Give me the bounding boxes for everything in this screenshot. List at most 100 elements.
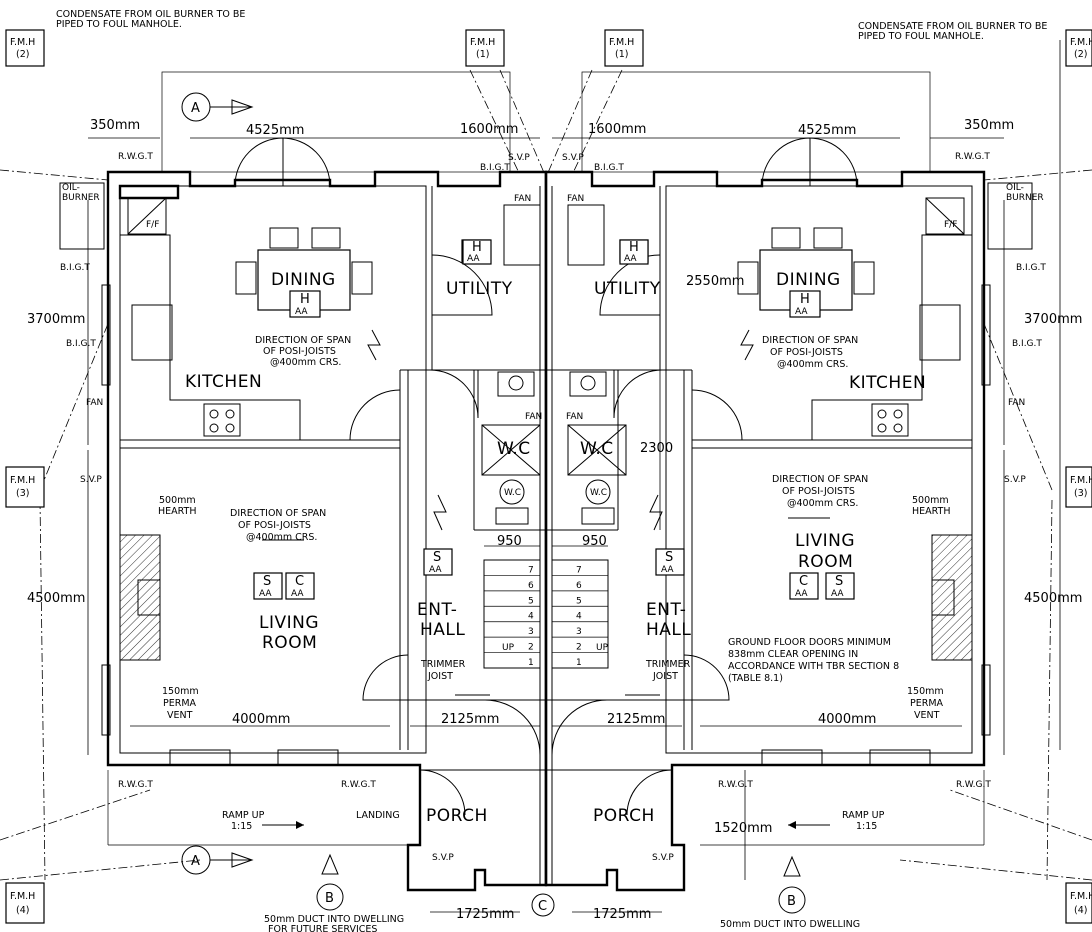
room-utility-left: UTILITY <box>446 279 513 299</box>
chimney-right <box>931 534 973 661</box>
dimension-lines <box>87 40 1061 913</box>
sym-aa-living-left-2: AA <box>291 589 304 599</box>
fmh-3-label: F.M.H <box>10 475 35 486</box>
ramp-right-2: 1:15 <box>856 821 877 832</box>
right-stair-step-number: 1 <box>576 658 582 668</box>
duct-left-1: 50mm DUCT INTO DWELLING <box>264 914 404 925</box>
hearth-left-2: HEARTH <box>158 506 197 517</box>
room-hall-right-1: ENT- <box>646 600 686 620</box>
exterior-walls <box>106 170 986 892</box>
bigt-top-left: B.I.G.T <box>480 163 510 173</box>
span-living-right-2: OF POSI-JOISTS <box>782 486 855 497</box>
windows <box>101 284 991 766</box>
section-a-top: A <box>191 101 200 116</box>
bigt-right-lower: B.I.G.T <box>1012 339 1042 349</box>
right-stair-step-number: 3 <box>576 627 582 637</box>
wc-pan-right: W.C <box>590 488 607 498</box>
sym-aa-living-right-1: AA <box>795 589 808 599</box>
svp-top-right: S.V.P <box>562 153 584 163</box>
dim-2300: 2300 <box>640 441 673 456</box>
dim-950-left: 950 <box>497 534 522 549</box>
dim-1725-left: 1725mm <box>456 907 514 922</box>
room-hall-left-2: HALL <box>420 620 465 640</box>
condensate-note-left-1: CONDENSATE FROM OIL BURNER TO BE <box>56 9 245 20</box>
room-porch-left: PORCH <box>426 806 488 826</box>
dim-4000-left: 4000mm <box>232 712 290 727</box>
left-stair-step-number: 7 <box>528 565 534 575</box>
span-dining-left-2: OF POSI-JOISTS <box>263 346 336 357</box>
dim-1725-right: 1725mm <box>593 907 651 922</box>
sym-aa-living-left-1: AA <box>259 589 272 599</box>
section-b-left: B <box>325 891 334 906</box>
span-arrows <box>262 329 830 829</box>
fmh-1-right-label: F.M.H <box>609 37 634 48</box>
oil-burner-left-1: OIL- <box>62 183 80 193</box>
duct-left-2: FOR FUTURE SERVICES <box>268 924 377 932</box>
room-living-right-1: LIVING <box>795 531 855 551</box>
dim-3700-left: 3700mm <box>27 312 85 327</box>
span-living-right-3: @400mm CRS. <box>787 498 858 509</box>
wc-pan-left: W.C <box>504 488 521 498</box>
span-dining-left-1: DIRECTION OF SPAN <box>255 335 351 346</box>
hearth-right-1: 500mm <box>912 495 949 506</box>
doors-note-1: GROUND FLOOR DOORS MINIMUM <box>728 637 891 648</box>
rwgt-bottom-left: R.W.G.T <box>118 780 153 790</box>
trimmer-left-2: JOIST <box>427 671 453 682</box>
section-b-right: B <box>787 894 796 909</box>
room-living-left-1: LIVING <box>259 613 319 633</box>
trimmer-left-1: TRIMMER <box>420 659 466 670</box>
left-stair-step-number: 2 <box>528 643 534 653</box>
fmh-3-right-number: (3) <box>1074 488 1087 499</box>
condensate-note-right-1: CONDENSATE FROM OIL BURNER TO BE <box>858 21 1047 32</box>
left-stair-step-number: 6 <box>528 581 534 591</box>
room-porch-right: PORCH <box>593 806 655 826</box>
fmh-4-label: F.M.H <box>10 891 35 902</box>
ff-left: F/F <box>146 220 159 230</box>
fmh-1-right-number: (1) <box>615 49 628 60</box>
sym-h-utility-left: H <box>472 240 482 255</box>
span-living-left-1: DIRECTION OF SPAN <box>230 508 326 519</box>
room-hall-right-2: HALL <box>646 620 691 640</box>
dim-4525-right: 4525mm <box>798 123 856 138</box>
oil-burner-right-2: BURNER <box>1006 193 1044 203</box>
fan-utility-right: FAN <box>567 194 584 204</box>
room-hall-left-1: ENT- <box>417 600 457 620</box>
room-wc-right: W.C <box>580 439 614 459</box>
svp-left: S.V.P <box>80 475 102 485</box>
vent-right-1: 150mm <box>907 686 944 697</box>
landing-label: LANDING <box>356 810 400 821</box>
fmh-3-right-label: F.M.H <box>1070 475 1092 486</box>
dim-4525-left: 4525mm <box>246 123 304 138</box>
left-stair-step-number: 5 <box>528 596 534 606</box>
rwgt-top-left: R.W.G.T <box>118 152 153 162</box>
fan-wc-left: FAN <box>525 412 542 422</box>
fmh-2-label: F.M.H <box>10 37 35 48</box>
rwgt-top-right: R.W.G.T <box>955 152 990 162</box>
fmh-2-right-number: (2) <box>1074 49 1087 60</box>
oil-burner-left-2: BURNER <box>62 193 100 203</box>
manhole-boxes <box>5 29 1092 924</box>
dim-1600-right: 1600mm <box>588 122 646 137</box>
sym-h-dining-right: H <box>800 292 810 307</box>
svp-porch-left: S.V.P <box>432 853 454 863</box>
section-c: C <box>538 899 547 914</box>
section-markers <box>181 92 806 917</box>
sym-s-living-right: S <box>835 574 843 589</box>
svp-porch-right: S.V.P <box>652 853 674 863</box>
symbol-boxes <box>253 239 855 600</box>
sym-s-hall-right: S <box>665 550 673 565</box>
hearth-right-2: HEARTH <box>912 506 951 517</box>
room-dining-left: DINING <box>271 270 336 290</box>
doors-note-4: (TABLE 8.1) <box>728 673 783 684</box>
bigt-top-right: B.I.G.T <box>594 163 624 173</box>
sym-aa-dining-left: AA <box>295 307 308 317</box>
dim-1520: 1520mm <box>714 821 772 836</box>
right-stair-step-number: 4 <box>576 612 582 622</box>
room-living-left-2: ROOM <box>262 633 317 653</box>
fmh-3-number: (3) <box>16 488 29 499</box>
dim-1600-left: 1600mm <box>460 122 518 137</box>
dim-4500-left: 4500mm <box>27 591 85 606</box>
section-a-bottom: A <box>191 854 200 869</box>
